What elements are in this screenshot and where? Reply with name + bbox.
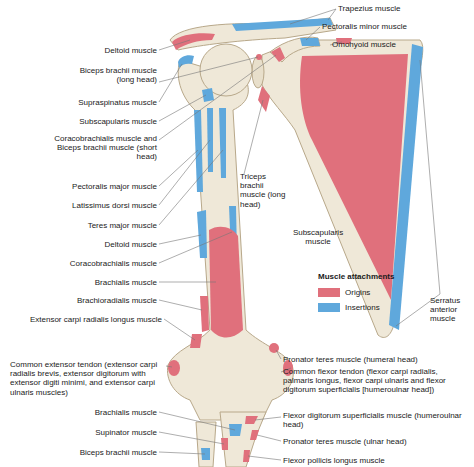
muscle-label: Brachialis muscle (95, 408, 157, 417)
muscle-label: Common flexor tendon (flexor carpi radia… (283, 367, 468, 395)
leader-line (159, 235, 201, 244)
muscle-label: Pronator teres muscle (ulnar head) (283, 437, 407, 446)
origin-area (271, 47, 285, 62)
muscle-label: Pectoralis minor muscle (322, 22, 407, 31)
muscle-label: Subscapularis muscle (79, 117, 157, 126)
scapula-bone (262, 40, 423, 337)
insertion-area (229, 424, 242, 436)
muscle-label: Biceps brachii muscle (80, 448, 157, 457)
leader-line (166, 366, 172, 367)
origin-area (221, 438, 228, 450)
muscle-label: Supinator muscle (95, 428, 157, 437)
leader-line (328, 9, 336, 20)
muscle-label: Latissimus dorsi muscle (72, 201, 157, 210)
leader-line (244, 100, 263, 174)
muscle-label: Deltoid muscle (105, 240, 157, 249)
muscle-label: Flexor digitorum superficialis muscle (h… (283, 411, 468, 429)
leader-line (159, 232, 232, 263)
muscle-label: Subscapularis muscle (283, 228, 353, 246)
muscle-label: Pronator teres muscle (humeral head) (283, 355, 418, 364)
origin-area (258, 86, 270, 112)
ulna-bone (220, 412, 266, 467)
leader-line (159, 64, 182, 102)
muscle-label: Serratus anterior muscle (430, 296, 474, 324)
legend-label: Origins (345, 288, 370, 297)
leader-line (164, 319, 195, 340)
leader-line (420, 60, 440, 294)
legend-swatch (318, 303, 340, 312)
origin-area (269, 343, 279, 353)
legend-swatch (318, 288, 340, 297)
leader-line (257, 435, 281, 441)
muscle-label: Flexor pollicis longus muscle (283, 456, 385, 465)
muscle-label: Trapezius muscle (338, 4, 400, 13)
leader-line (159, 452, 205, 454)
origin-area (172, 33, 215, 50)
clavicle-bone (170, 18, 336, 50)
muscle-label: Omohyoid muscle (332, 40, 396, 49)
muscle-label: Brachialis muscle (95, 278, 157, 287)
insertion-area (300, 38, 320, 46)
legend-label: Insertions (345, 303, 380, 312)
leader-line (159, 282, 216, 283)
muscle-label: Pectoralis major muscle (72, 182, 157, 191)
muscle-label: Brachioradialis muscle (77, 296, 157, 305)
muscle-label: Supraspinatus muscle (78, 98, 157, 107)
origin-area (168, 360, 180, 376)
origin-area (300, 54, 408, 300)
muscle-label: Extensor carpi radialis longus muscle (30, 315, 162, 324)
origin-area (190, 334, 202, 348)
insertion-area (389, 44, 423, 330)
muscle-label: Biceps brachii muscle (long head) (67, 66, 157, 84)
leader-line (306, 27, 320, 40)
leader-line (159, 40, 190, 50)
leader-line (255, 417, 281, 420)
muscle-label: Teres major muscle (88, 221, 157, 230)
leader-line (159, 55, 276, 140)
leader-line (290, 9, 336, 24)
leader-line (248, 456, 281, 460)
humeral-head (200, 44, 252, 96)
leader-line (159, 150, 223, 225)
leader-line (159, 95, 206, 121)
insertion-area (197, 210, 207, 258)
origin-area (200, 296, 209, 332)
humerus-bone (167, 60, 293, 420)
radius-bone (196, 422, 216, 467)
insertion-area (219, 108, 226, 178)
muscle-label: Triceps brachii muscle (long head) (240, 172, 290, 209)
glenoid-cavity (252, 56, 264, 88)
leader-line (276, 350, 281, 359)
leader-line (159, 412, 235, 430)
coracoid-process (270, 37, 320, 62)
muscle-label: Deltoid muscle (105, 46, 157, 55)
insertion-area (202, 88, 214, 102)
leader-line (159, 432, 224, 444)
muscle-label: Coracobrachialis muscle (70, 259, 157, 268)
leader-line (159, 57, 258, 82)
muscle-label: Common extensor tendon (extensor carpi r… (10, 360, 166, 397)
muscle-label: Coracobrachialis muscle and Biceps brach… (45, 134, 157, 162)
muscle-label: Muscle attachments (318, 272, 394, 281)
leader-line (159, 300, 202, 310)
